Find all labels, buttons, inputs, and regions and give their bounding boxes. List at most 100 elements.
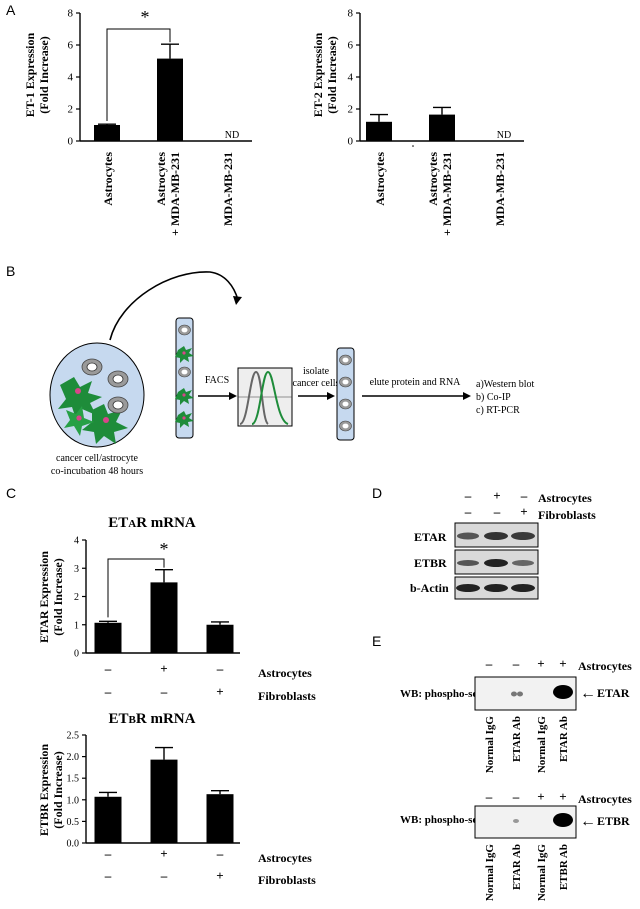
schematic-workflow: cancer cell/astrocyte co-incubation 48 h… xyxy=(49,271,535,477)
panel-letter-e: E xyxy=(372,633,382,649)
chart-etbr-mrna: ETBR mRNA ETBR Expression (Fold Increase… xyxy=(37,711,240,850)
d-astro-sign-3: – xyxy=(520,488,528,503)
coip-panel: – – + + Astrocytes WB: phospho-serine ← … xyxy=(400,656,632,901)
e-bottom-target: ETBR xyxy=(597,814,630,828)
d-row-etar: ETAR xyxy=(414,530,447,544)
et2-ylabel-line1: ET-2 Expression xyxy=(311,32,325,117)
et1-significance-star: * xyxy=(141,7,150,27)
panel-letter-d: D xyxy=(372,485,383,501)
e-bottom-lane-1: Normal IgG xyxy=(484,844,496,902)
panel-letter-a: A xyxy=(6,2,16,18)
etbr-fibroblasts-label: Fibroblasts xyxy=(258,873,316,887)
et2-cat-astro-mda-l1: Astrocytes xyxy=(426,152,440,206)
etar-astrocytes-label: Astrocytes xyxy=(258,666,312,680)
et1-significance-bracket xyxy=(106,28,171,121)
curved-arrow xyxy=(109,271,239,341)
d-fibro-sign-2: – xyxy=(493,504,501,519)
e-top-target: ETAR xyxy=(597,686,630,700)
mixed-tube-cells xyxy=(175,324,194,428)
e-bottom-lane-4: ETBR Ab xyxy=(558,844,570,890)
e-top-sign-4: + xyxy=(559,656,566,671)
d-astro-sign-1: – xyxy=(464,488,472,503)
etar-fibro-sign-1: – xyxy=(104,684,112,699)
etbr-ytick-label: 0.0 xyxy=(67,839,80,850)
et1-ytick-label: 6 xyxy=(68,40,74,52)
et1-cat-astro-mda-l1: Astrocytes xyxy=(154,152,168,206)
et1-ytick-label: 2 xyxy=(68,104,74,116)
etbr-ylabel-line2: (Fold Increase) xyxy=(51,751,65,828)
etbr-bar xyxy=(206,794,234,843)
e-bottom-wb-label: WB: phospho-serine xyxy=(400,814,496,826)
facs-label: FACS xyxy=(205,375,229,386)
etar-condition-table: – + – Astrocytes – – + Fibroblasts xyxy=(104,661,316,703)
etbr-astro-sign-3: – xyxy=(216,846,224,861)
et1-ytick-label: 8 xyxy=(68,8,74,20)
isolated-tube-cells xyxy=(339,354,352,432)
et2-cat-mda: MDA-MB-231 xyxy=(493,152,507,226)
etbr-ytick-label: 1.0 xyxy=(67,795,80,806)
etar-fibro-sign-2: – xyxy=(160,684,168,699)
etbr-condition-table: – + – Astrocytes – – + Fibroblasts xyxy=(104,846,316,887)
chart-etar-mrna: ETAR mRNA ETAR Expression (Fold Increase… xyxy=(37,515,240,660)
et2-cat-astro-mda-l2: + MDA-MB-231 xyxy=(440,152,454,236)
e-bottom-bands xyxy=(513,813,573,827)
etar-significance-star: * xyxy=(160,539,169,559)
e-bottom-sign-3: + xyxy=(537,789,544,804)
etar-astro-sign-2: + xyxy=(160,661,167,676)
e-top-astrocytes-label: Astrocytes xyxy=(578,659,632,673)
et1-ytick-label: 0 xyxy=(68,136,74,148)
et1-cat-astro-mda-l2: + MDA-MB-231 xyxy=(168,152,182,236)
etbr-astro-sign-1: – xyxy=(104,846,112,861)
d-fibroblasts-label: Fibroblasts xyxy=(538,508,596,522)
e-top-sign-3: + xyxy=(537,656,544,671)
etar-fibroblasts-label: Fibroblasts xyxy=(258,689,316,703)
d-row-bactin: b-Actin xyxy=(410,581,449,595)
et1-bar xyxy=(157,58,183,141)
e-top-sign-1: – xyxy=(485,656,493,671)
e-top-arrow-icon: ← xyxy=(580,685,596,702)
etbr-ytick-label: 0.5 xyxy=(67,817,80,828)
e-top-lane-4: ETAR Ab xyxy=(558,716,570,762)
etbr-fibro-sign-2: – xyxy=(160,868,168,883)
et1-ylabel-line1: ET-1 Expression xyxy=(23,32,37,117)
e-bottom-lane-2: ETAR Ab xyxy=(511,844,523,890)
etar-ytick-label: 4 xyxy=(74,536,79,547)
etar-astro-sign-3: – xyxy=(216,661,224,676)
e-top-lane-3: Normal IgG xyxy=(536,716,548,774)
stray-dot xyxy=(412,145,414,147)
etar-bar xyxy=(206,624,234,653)
et1-bar xyxy=(94,125,120,141)
et2-ytick-label: 0 xyxy=(348,136,354,148)
et1-cat-astrocytes: Astrocytes xyxy=(101,152,115,206)
e-bottom-sign-1: – xyxy=(485,789,493,804)
etar-title: ETAR mRNA xyxy=(108,515,196,531)
et2-ylabel-line2: (Fold Increase) xyxy=(325,36,339,113)
e-top-lane-2: ETAR Ab xyxy=(511,716,523,762)
mixed-cell-tube xyxy=(175,317,194,439)
etar-fibro-sign-3: + xyxy=(216,684,223,699)
etar-ytick-label: 1 xyxy=(74,620,79,631)
e-bottom-sign-4: + xyxy=(559,789,566,804)
et1-nd-label: ND xyxy=(225,130,239,141)
etbr-astro-sign-2: + xyxy=(160,846,167,861)
et1-cat-mda: MDA-MB-231 xyxy=(221,152,235,226)
etbr-fibro-sign-3: + xyxy=(216,868,223,883)
et1-ytick-label: 4 xyxy=(68,72,74,84)
output-western-blot: a)Western blot xyxy=(476,379,535,390)
et2-ytick-label: 8 xyxy=(348,8,354,20)
etar-astro-sign-1: – xyxy=(104,661,112,676)
facs-histogram-curves xyxy=(238,370,292,425)
coincubation-label-l1: cancer cell/astrocyte xyxy=(56,453,138,464)
d-row-etbr: ETBR xyxy=(414,556,447,570)
etbr-bar xyxy=(94,796,122,843)
panel-letter-b: B xyxy=(6,263,16,279)
etar-ylabel-line2: (Fold Increase) xyxy=(51,558,65,635)
d-astrocytes-label: Astrocytes xyxy=(538,491,592,505)
etbr-ytick-label: 2.0 xyxy=(67,752,80,763)
d-astro-sign-2: + xyxy=(493,488,500,503)
e-bottom-astrocytes-label: Astrocytes xyxy=(578,792,632,806)
etbr-ytick-label: 2.5 xyxy=(67,731,80,742)
elute-arrowhead xyxy=(463,392,471,400)
